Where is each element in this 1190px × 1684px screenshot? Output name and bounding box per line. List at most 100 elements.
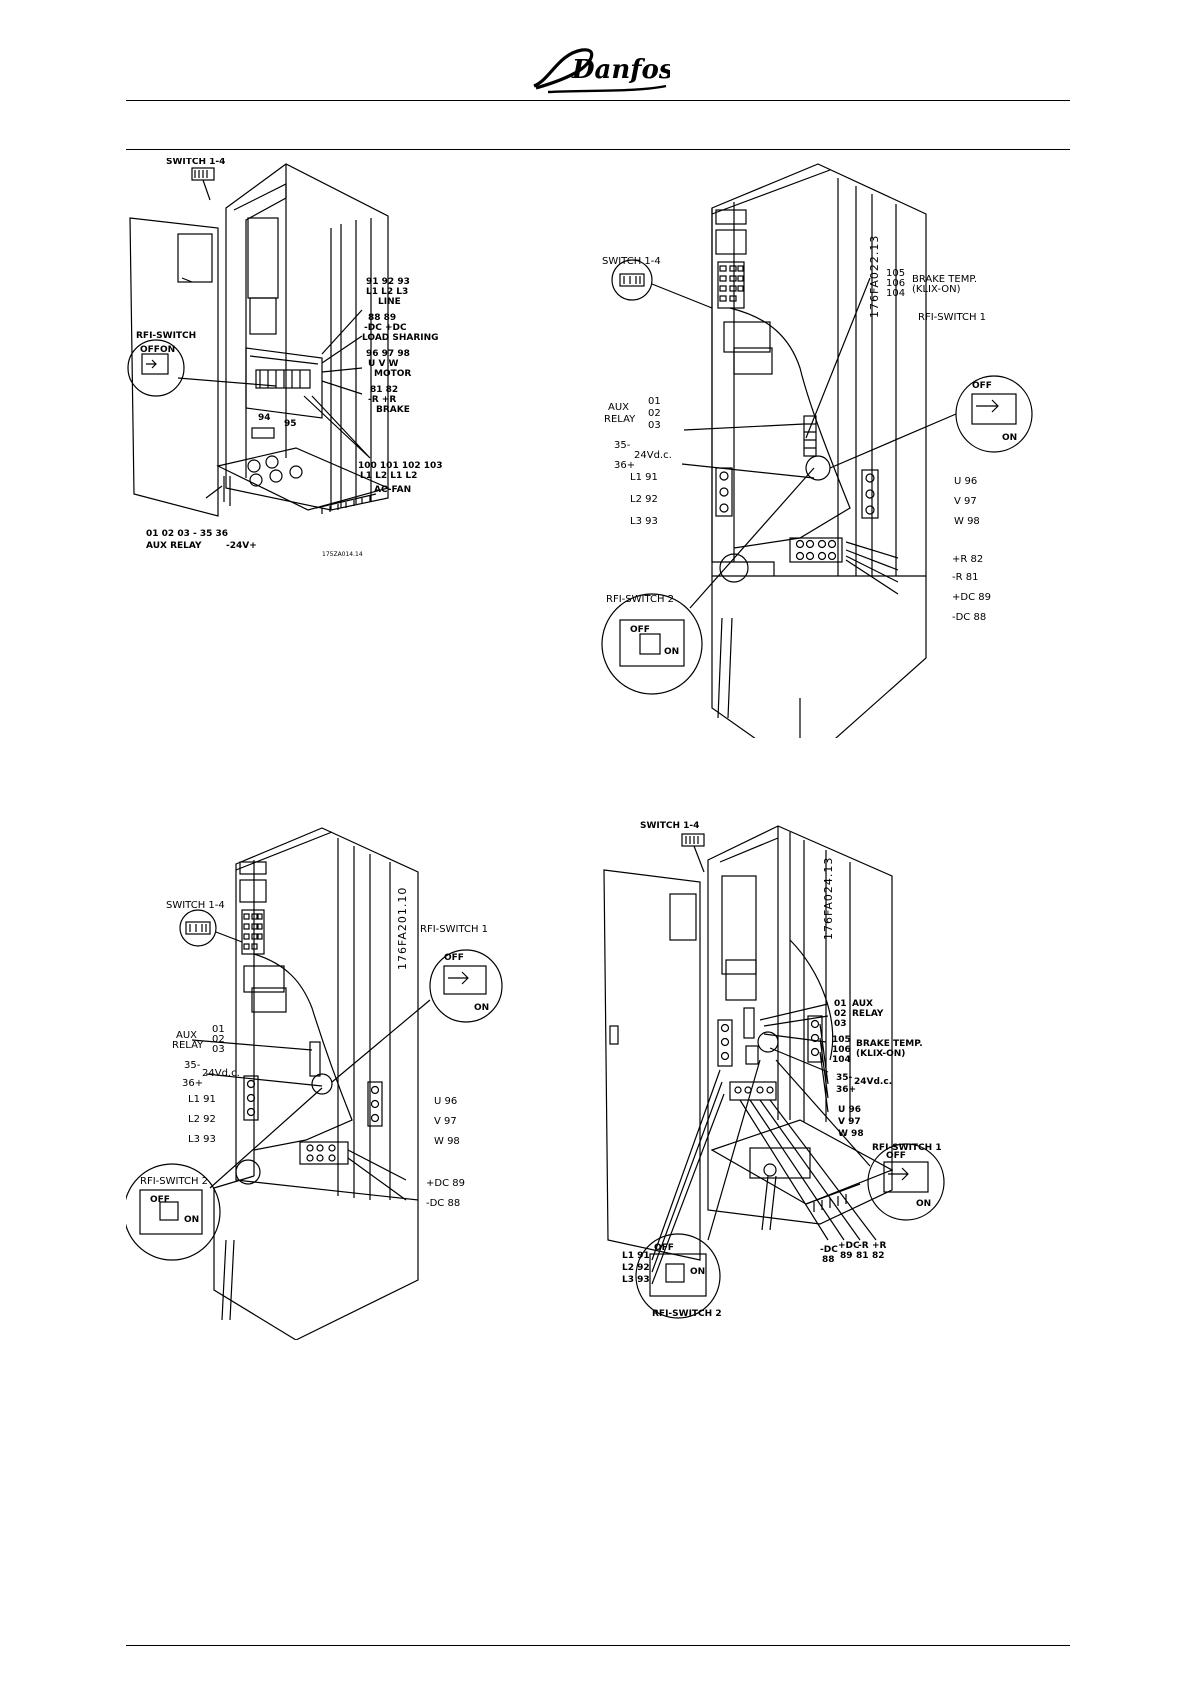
fig2-relay: RELAY	[604, 414, 636, 425]
fig4-r03: 03	[834, 1019, 847, 1029]
fig1-fan-label: AC-FAN	[374, 485, 411, 495]
fig3-on2: ON	[184, 1215, 199, 1225]
fig2-105: 105	[886, 268, 905, 279]
fig1-motor-nums: 96 97 98	[366, 349, 410, 359]
fig2-on2: ON	[664, 647, 679, 657]
fig4-dcp-n: 89	[840, 1251, 853, 1261]
fig3-rfi1-label: RFI-SWITCH 1	[420, 924, 488, 935]
fig3-rfi2-label: RFI-SWITCH 2	[140, 1176, 208, 1187]
fig2-104: 104	[886, 288, 905, 299]
fig3-dcm: -DC 88	[426, 1198, 460, 1209]
fig2-l2: L2 92	[630, 494, 658, 505]
fig2-24v: 24Vd.c.	[634, 450, 672, 461]
fig2-rfi2-label: RFI-SWITCH 2	[606, 594, 674, 605]
fig2-code: 176FA022.13	[868, 235, 881, 318]
fig2-w: W 98	[954, 516, 980, 527]
fig3-l3: L3 93	[188, 1134, 216, 1145]
fig3-aux: AUX	[176, 1030, 197, 1041]
fig2-rp: +R 82	[952, 554, 983, 565]
fig4-35: 35-	[836, 1073, 853, 1083]
fig3-off2: OFF	[150, 1195, 170, 1205]
fig2-36: 36+	[614, 460, 635, 471]
fig4-24v: 24Vd.c.	[854, 1077, 892, 1087]
fig4-brake-temp: BRAKE TEMP.	[856, 1039, 923, 1049]
fig3-w: W 98	[434, 1136, 460, 1147]
fig4-relay: RELAY	[852, 1009, 884, 1019]
fig4-104: 104	[832, 1055, 851, 1065]
fig4-rm-n: 81	[856, 1251, 869, 1261]
fig2-l3: L3 93	[630, 516, 658, 527]
fig4-dcm-n: 88	[822, 1255, 835, 1265]
figure-4-drawing: SWITCH 1-4 176FA024.13 01 02 03 AUX RELA…	[603, 821, 945, 1319]
header-rule-top	[126, 100, 1070, 101]
fig2-dcm: -DC 88	[952, 612, 986, 623]
fig4-u: U 96	[838, 1105, 861, 1115]
fig3-relay: RELAY	[172, 1040, 204, 1051]
fig4-aux: AUX	[852, 999, 873, 1009]
fig4-rfi2-label: RFI-SWITCH 2	[652, 1309, 722, 1319]
fig3-dcp: +DC 89	[426, 1178, 465, 1189]
fig4-v: V 97	[838, 1117, 861, 1127]
danfoss-logo: Danfoss	[533, 48, 670, 94]
fig1-motor-phases: U V W	[368, 359, 399, 369]
fig1-rfi-label: RFI-SWITCH	[136, 331, 196, 341]
fig3-r03: 03	[212, 1044, 225, 1055]
fig1-motor-label: MOTOR	[374, 369, 411, 379]
footer-rule	[126, 1645, 1070, 1646]
fig1-aux-label: AUX RELAY	[146, 541, 202, 551]
fig3-35: 35-	[184, 1060, 201, 1071]
fig3-on: ON	[474, 1003, 489, 1013]
fig2-r02: 02	[648, 408, 661, 419]
fig4-36: 36+	[836, 1085, 856, 1095]
fig1-line-phases: L1 L2 L3	[366, 287, 408, 297]
fig1-24v-label: -24V+	[226, 541, 257, 551]
fig2-106: 106	[886, 278, 905, 289]
fig3-u: U 96	[434, 1096, 457, 1107]
fig2-on: ON	[1002, 433, 1017, 443]
fig3-24v: 24Vd.c.	[202, 1068, 240, 1079]
fig1-ls-pol: -DC +DC	[364, 323, 407, 333]
fig4-l1: L1 91	[622, 1251, 650, 1261]
fig3-l2: L2 92	[188, 1114, 216, 1125]
fig2-v: V 97	[954, 496, 977, 507]
fig4-r02: 02	[834, 1009, 847, 1019]
fig2-brake-temp: BRAKE TEMP.	[912, 274, 977, 285]
fig4-rfi1-label: RFI-SWITCH 1	[872, 1143, 942, 1153]
fig1-switch-label: SWITCH 1-4	[166, 158, 225, 167]
fig4-l2: L2 92	[622, 1263, 650, 1273]
figure-1-drawing: SWITCH 1-4 RFI-SWITCH OFF ON 91 92 93 L1…	[127, 158, 443, 558]
fig2-aux: AUX	[608, 402, 629, 413]
fig2-35: 35-	[614, 440, 631, 451]
fig3-v: V 97	[434, 1116, 457, 1127]
header-rule-bottom	[126, 149, 1070, 150]
fig1-brake-pol: -R +R	[368, 395, 396, 405]
fig1-t95-label: 95	[284, 419, 297, 429]
fig2-r01: 01	[648, 396, 661, 407]
fig4-dcm: -DC	[820, 1245, 838, 1255]
figure-2-drawing: 176FA022.13 SWITCH 1-4 105 106 104 BRAKE…	[601, 163, 1033, 738]
fig1-brake-label: BRAKE	[376, 405, 410, 415]
fig4-off: OFF	[886, 1151, 906, 1161]
fig4-code: 176FA024.13	[822, 857, 835, 940]
fig1-off-label: OFF	[140, 345, 160, 355]
fig2-rm: -R 81	[952, 572, 978, 583]
fig1-line-nums: 91 92 93	[366, 277, 410, 287]
fig1-line-label: LINE	[378, 297, 401, 307]
fig1-aux-nums: 01 02 03 - 35 36	[146, 529, 228, 539]
fig4-l3: L3 93	[622, 1275, 650, 1285]
fig4-105: 105	[832, 1035, 851, 1045]
fig3-code: 176FA201.10	[396, 887, 409, 970]
fig4-switch-label: SWITCH 1-4	[640, 821, 699, 831]
fig1-fan-phases: L1 L2 L1 L2	[360, 471, 417, 481]
fig4-rm: -R	[858, 1241, 869, 1251]
fig1-brake-nums: 81 82	[370, 385, 398, 395]
fig2-off2: OFF	[630, 625, 650, 635]
fig1-ls-nums: 88 89	[368, 313, 396, 323]
fig4-106: 106	[832, 1045, 851, 1055]
fig3-l1: L1 91	[188, 1094, 216, 1105]
fig4-rp: +R	[872, 1241, 887, 1251]
fig2-switch-label: SWITCH 1-4	[602, 256, 661, 267]
fig2-off: OFF	[972, 381, 992, 391]
fig4-rp-n: 82	[872, 1251, 885, 1261]
